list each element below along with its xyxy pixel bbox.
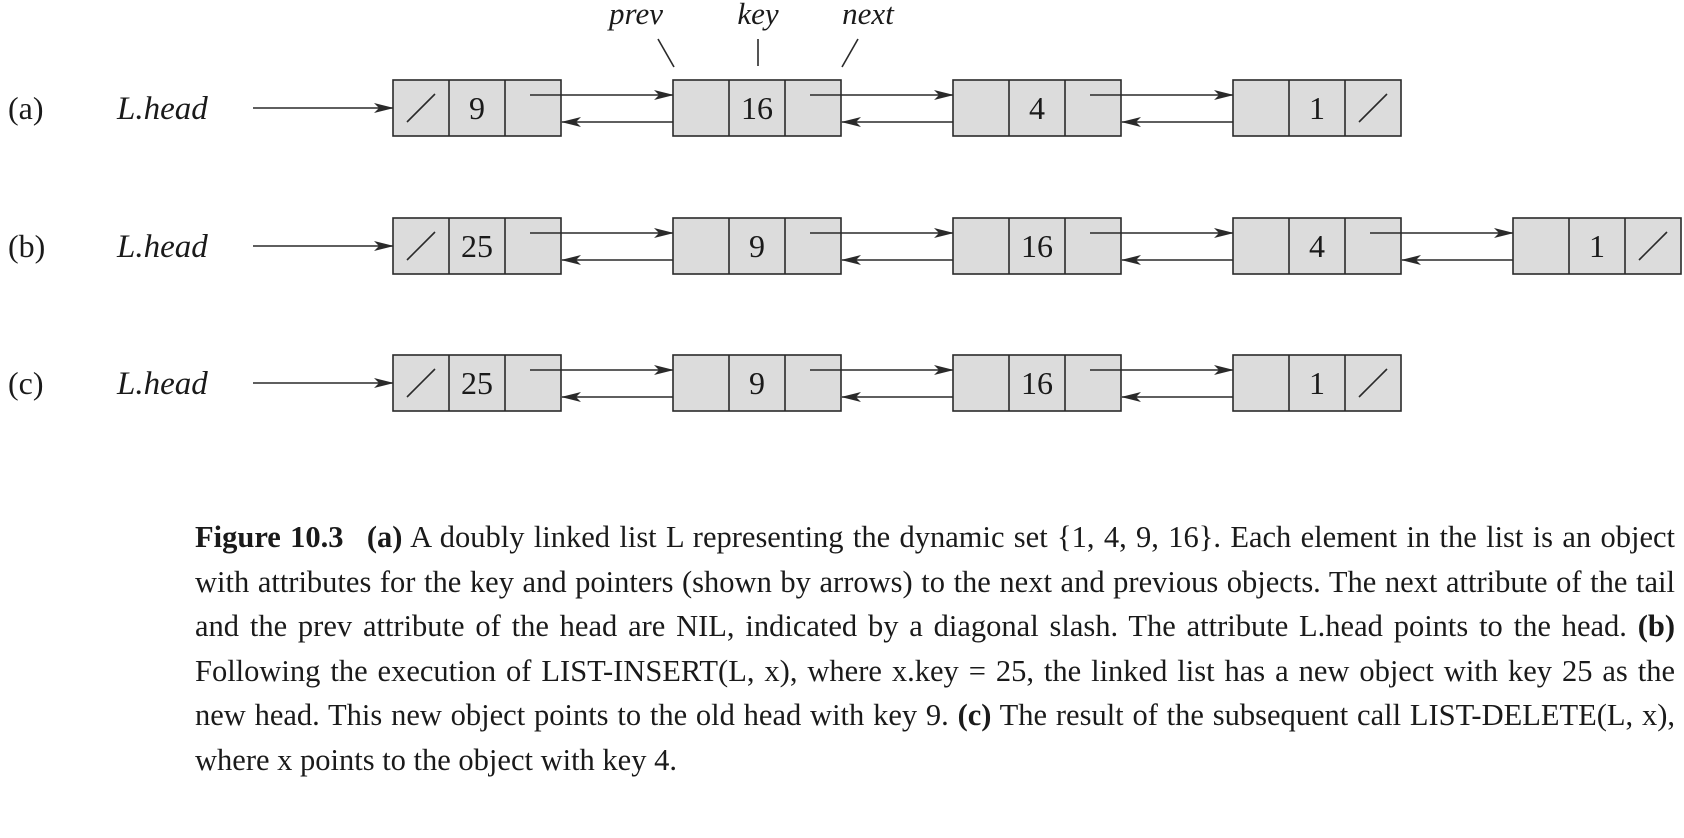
node-key: 1 [1309,90,1325,126]
list-node: 1 [1232,354,1402,412]
field-label-key: key [737,0,779,31]
prev-pointer-tick [657,38,675,68]
caption-section-b-label: (b) [1637,609,1676,644]
list-node: 4 [1232,217,1543,275]
caption-paragraph: Figure 10.3 (a) A doubly linked list L r… [195,515,1675,783]
list-node: 4 [952,79,1263,137]
list-row: (a) L.head 9 16 4 1 [8,79,1402,137]
list-node: 25 [392,354,703,412]
list-node: 1 [1232,79,1402,137]
figure-caption: Figure 10.3 (a) A doubly linked list L r… [195,515,1675,783]
nil-prev-slash [406,368,436,398]
diagram-rows: (a) L.head 9 16 4 1 (b) L.head 25 9 16 4 1 (c) L.head 2… [8,79,1682,412]
node-key: 25 [461,365,493,401]
linked-list-diagram: prev key next (a) L.head 9 16 4 1 (b) L.head 25 9 16… [8,0,1682,412]
row-label: (a) [8,90,44,126]
caption-section-a-text: A doubly linked list L representing the … [195,520,1676,644]
node-key: 16 [741,90,773,126]
row-label: (c) [8,365,44,401]
list-node: 1 [1512,217,1682,275]
list-node: 16 [952,354,1263,412]
head-label: L.head [116,366,208,402]
node-key: 4 [1309,228,1325,264]
figure-label: Figure 10.3 [195,520,344,554]
list-node: 9 [672,354,983,412]
list-node: 9 [392,79,703,137]
node-box [952,354,1122,412]
nil-prev-slash [406,93,436,123]
nil-prev-slash [406,231,436,261]
row-label: (b) [8,228,45,264]
node-key: 1 [1589,228,1605,264]
node-box [672,354,842,412]
caption-section-b-text: Following the execution of LIST-INSERT(L… [195,653,1675,733]
node-box [952,79,1122,137]
list-node: 9 [672,217,983,275]
nil-next-slash [1638,231,1668,261]
list-row: (b) L.head 25 9 16 4 1 [8,217,1682,275]
head-label: L.head [116,91,208,127]
nil-next-slash [1358,93,1388,123]
field-labels: prev key next [607,0,895,68]
node-box [672,217,842,275]
caption-section-c-text: The result of the subsequent call LIST-D… [195,698,1675,777]
list-node: 25 [392,217,703,275]
field-label-next: next [842,0,895,31]
nil-next-slash [1358,368,1388,398]
list-node: 16 [672,79,983,137]
node-key: 4 [1029,90,1045,126]
caption-section-a-label: (a) [366,520,403,554]
node-key: 9 [749,365,765,401]
node-key: 1 [1309,365,1325,401]
field-label-prev: prev [607,0,663,31]
node-key: 16 [1021,365,1053,401]
node-key: 25 [461,228,493,264]
node-box [952,217,1122,275]
node-box [672,79,842,137]
node-key: 9 [469,90,485,126]
next-pointer-tick [841,38,859,68]
caption-section-c-label: (c) [957,698,992,733]
node-key: 9 [749,228,765,264]
head-label: L.head [116,229,208,265]
node-box [1232,217,1402,275]
list-row: (c) L.head 25 9 16 1 [8,354,1402,412]
list-node: 16 [952,217,1263,275]
node-key: 16 [1021,228,1053,264]
